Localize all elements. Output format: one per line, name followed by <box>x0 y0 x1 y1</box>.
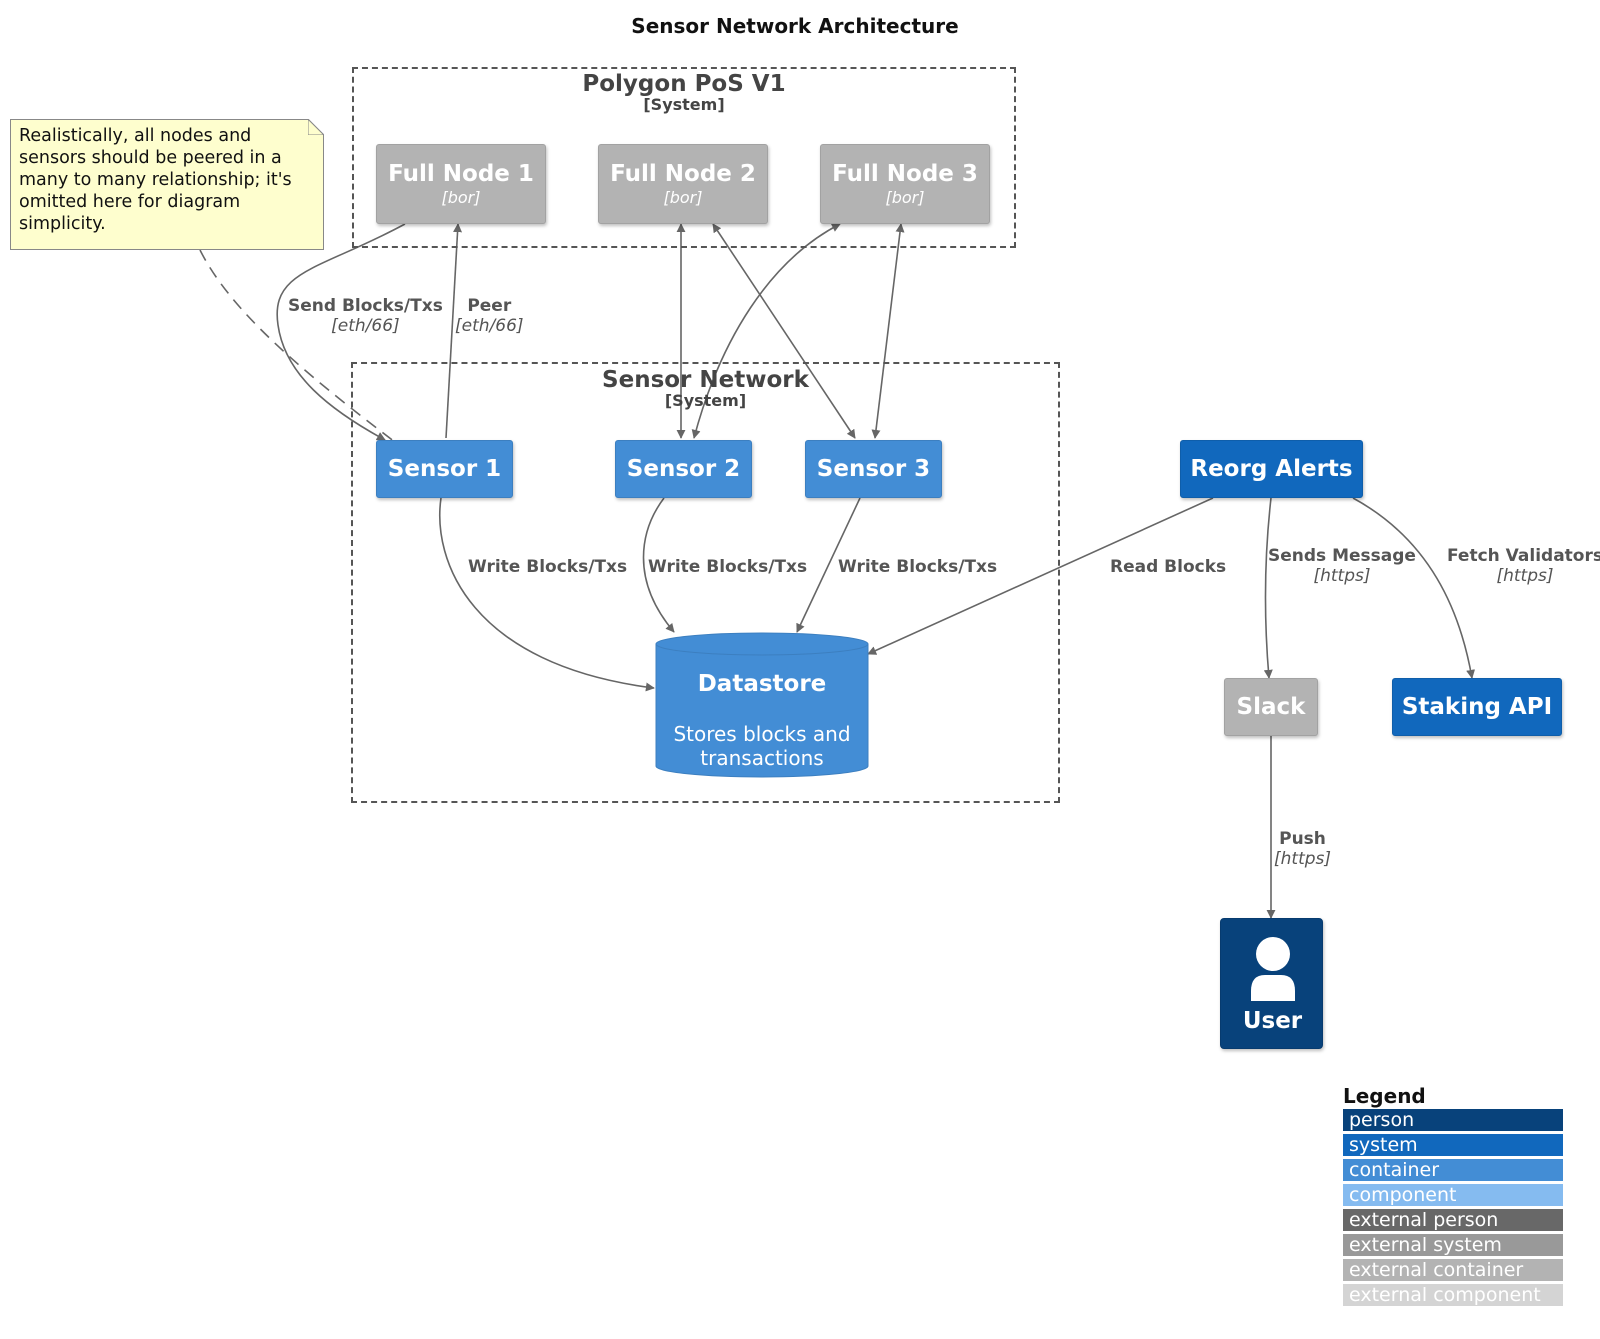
edge-label-sends-message: Sends Message [https] <box>1268 546 1416 586</box>
datastore-cylinder-shape <box>655 632 869 778</box>
sensor-2[interactable]: Sensor 2 <box>615 440 752 498</box>
node-tech: [bor] <box>885 188 925 207</box>
node-name: Full Node 1 <box>388 161 534 187</box>
boundary-title: Polygon PoS V1 <box>582 71 786 97</box>
edge-label-push: Push [https] <box>1274 829 1331 869</box>
edge-label-tech: [https] <box>1274 849 1332 869</box>
user-person[interactable]: User <box>1220 918 1323 1049</box>
node-name: User <box>1242 1008 1303 1034</box>
full-node-1[interactable]: Full Node 1 [bor] <box>376 144 546 224</box>
legend-item-external-component: external component <box>1343 1284 1563 1306</box>
boundary-title: Sensor Network <box>602 367 809 393</box>
edge-read-blocks <box>867 497 1214 655</box>
edge-label-peer: Peer [eth/66] <box>455 296 524 336</box>
person-icon <box>1251 937 1295 1001</box>
node-name: Sensor 2 <box>626 456 741 482</box>
legend-item-container: container <box>1343 1159 1563 1181</box>
edge-write-1 <box>439 497 655 692</box>
node-name: Sensor 1 <box>387 456 502 482</box>
edge-label-tech: [https] <box>1496 566 1554 586</box>
edge-peer <box>445 223 463 439</box>
datastore[interactable]: Datastore Stores blocks and transactions <box>655 632 869 779</box>
edge-fetch-validators <box>1352 497 1476 679</box>
node-name: Staking API <box>1401 694 1553 720</box>
polygon-pos-boundary: Polygon PoS V1 [System] <box>352 67 1016 248</box>
edge-label-tech: [eth/66] <box>455 316 524 336</box>
edge-label-tech: [eth/66] <box>331 316 400 336</box>
legend-item-system: system <box>1343 1134 1563 1156</box>
edge-label-text: Send Blocks/Txs <box>288 296 443 316</box>
node-name: Reorg Alerts <box>1190 456 1353 482</box>
edge-label-read-blocks: Read Blocks <box>1110 557 1227 577</box>
legend: Legend person system container component… <box>1343 1084 1563 1306</box>
legend-items: person system container component extern… <box>1343 1109 1563 1306</box>
note: Realistically, all nodes and sensors sho… <box>10 119 324 250</box>
edge-label-write-3: Write Blocks/Txs <box>838 557 998 577</box>
node-name: Full Node 3 <box>832 161 978 187</box>
datastore-description: Stores blocks and transactions <box>673 722 851 770</box>
sensor-3[interactable]: Sensor 3 <box>805 440 942 498</box>
legend-item-person: person <box>1343 1109 1563 1131</box>
node-name: Slack <box>1236 694 1306 720</box>
legend-title: Legend <box>1343 1084 1426 1108</box>
edge-fullnode3-sensor2 <box>691 223 841 439</box>
edge-label-send-blocks: Send Blocks/Txs [eth/66] <box>288 296 443 336</box>
full-node-3[interactable]: Full Node 3 [bor] <box>820 144 990 224</box>
staking-api[interactable]: Staking API <box>1392 678 1562 736</box>
reorg-alerts[interactable]: Reorg Alerts <box>1180 440 1363 498</box>
node-name: Full Node 2 <box>610 161 756 187</box>
edge-label-write-2: Write Blocks/Txs <box>648 557 808 577</box>
edge-sends-message <box>1263 497 1273 679</box>
edge-label-text: Push <box>1279 829 1326 849</box>
node-tech: [bor] <box>663 188 703 207</box>
boundary-type: [System] <box>664 391 747 410</box>
edge-label-write-1: Write Blocks/Txs <box>468 557 628 577</box>
edge-write-3 <box>796 497 861 633</box>
legend-item-external-container: external container <box>1343 1259 1563 1281</box>
edge-send-blocks <box>276 223 406 441</box>
edge-label-fetch-validators: Fetch Validators [https] <box>1447 546 1600 586</box>
edge-label-tech: [https] <box>1313 566 1371 586</box>
full-node-2[interactable]: Full Node 2 [bor] <box>598 144 768 224</box>
edge-label-text: Sends Message <box>1268 546 1416 566</box>
boundary-type: [System] <box>643 95 725 114</box>
note-corner-fold <box>308 119 324 135</box>
sensor-network-boundary: Sensor Network [System] <box>351 362 1060 803</box>
diagram-title: Sensor Network Architecture <box>631 14 959 38</box>
node-name: Sensor 3 <box>816 456 931 482</box>
edge-fullnode3-sensor3 <box>871 223 905 439</box>
legend-item-external-person: external person <box>1343 1209 1563 1231</box>
node-tech: [bor] <box>441 188 481 207</box>
legend-item-external-system: external system <box>1343 1234 1563 1256</box>
note-text: Realistically, all nodes and sensors sho… <box>19 126 292 234</box>
edge-write-2 <box>642 497 675 633</box>
edge-label-text: Peer <box>467 296 512 316</box>
datastore-name: Datastore <box>697 671 827 697</box>
sensor-1[interactable]: Sensor 1 <box>376 440 513 498</box>
edge-label-text: Fetch Validators <box>1447 546 1600 566</box>
note-connector <box>199 249 396 443</box>
slack[interactable]: Slack <box>1224 678 1318 736</box>
legend-item-component: component <box>1343 1184 1563 1206</box>
